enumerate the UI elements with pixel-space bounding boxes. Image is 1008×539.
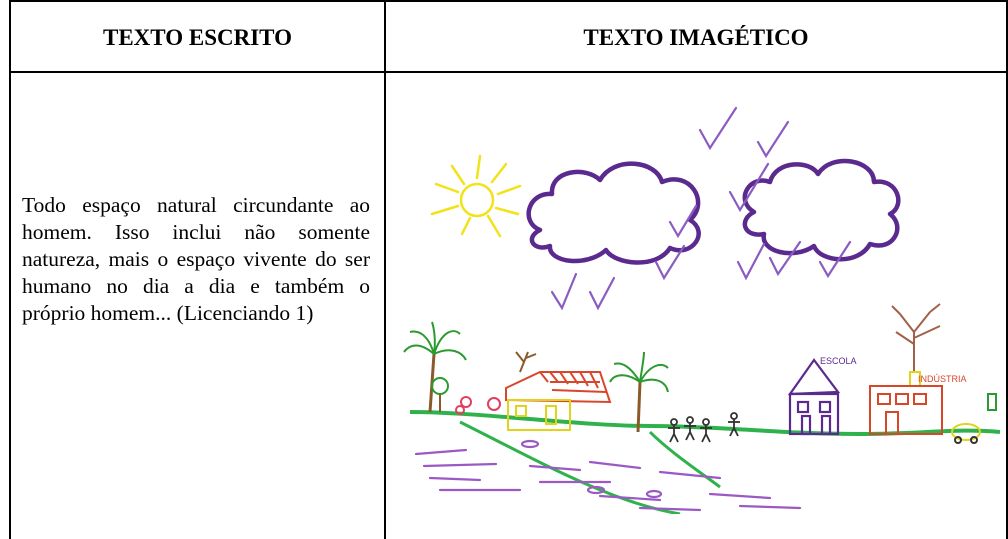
table-middle-border <box>384 0 386 539</box>
house-drawing <box>505 351 612 431</box>
sun-icon <box>430 154 522 238</box>
school-label: ESCOLA <box>820 356 857 366</box>
palm-tree-middle <box>609 351 669 433</box>
table-left-border <box>9 0 11 539</box>
header-written-text: TEXTO ESCRITO <box>103 25 292 50</box>
industry-building <box>869 303 997 444</box>
table-top-border <box>9 0 1008 2</box>
rain-marks <box>550 106 852 311</box>
header-image-text: TEXTO IMAGÉTICO <box>583 25 809 50</box>
table-right-border <box>1006 0 1008 539</box>
cloud-right-icon <box>742 158 901 262</box>
child-drawing-image: ESCOLA INDÚSTRIA <box>400 82 1000 514</box>
river-lines <box>414 439 802 512</box>
written-text-paragraph: Todo espaço natural circundante ao homem… <box>22 193 370 325</box>
school-building <box>787 358 841 436</box>
grass-line <box>409 410 1000 437</box>
cloud-left-icon <box>526 161 701 265</box>
small-plants <box>431 377 501 415</box>
header-divider <box>9 71 1008 73</box>
industry-label: INDÚSTRIA <box>918 374 967 384</box>
people-figures <box>668 412 740 443</box>
